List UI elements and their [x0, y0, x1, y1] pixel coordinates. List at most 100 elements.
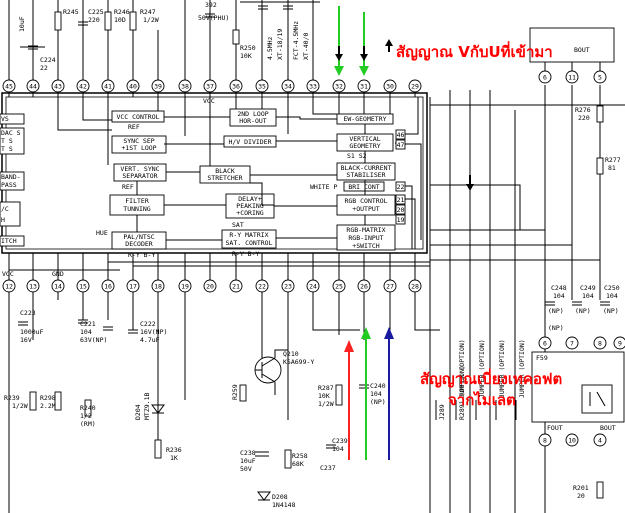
ry-by-label-left: R-Y B-Y — [128, 251, 155, 259]
svg-text:TUNNING: TUNNING — [123, 205, 150, 213]
d204-label: MTZ9.1B — [143, 393, 151, 420]
svg-text:31: 31 — [360, 83, 368, 91]
svg-text:R2891 (OPTION): R2891 (OPTION) — [458, 365, 466, 420]
svg-text:46: 46 — [397, 131, 405, 139]
ry-by-label-mid: R-Y B-Y — [232, 250, 259, 258]
pin-35: 35 — [255, 79, 269, 93]
svg-text:17: 17 — [129, 283, 137, 291]
rgb-matrix-block: RGB-MATRIX RGB-INPUT +SWITCH — [336, 224, 396, 251]
c224-value: 22 — [40, 64, 48, 72]
svg-text:7: 7 — [570, 340, 574, 348]
svg-text:C223: C223 — [20, 309, 36, 317]
ry-matrix-block: R-Y MATRIX SAT. CONTROL — [221, 229, 277, 249]
svg-text:VERTICAL: VERTICAL — [349, 135, 380, 143]
vert-sync-block: VERT. SYNC SEPARATOR — [113, 163, 167, 182]
svg-text:21: 21 — [397, 196, 405, 204]
svg-text:19: 19 — [397, 216, 405, 224]
top-components: R245 C225 220 R246 10D R247 1/2W C224 22… — [8, 0, 320, 80]
pin-30: 30 — [383, 79, 397, 93]
svg-text:41: 41 — [104, 83, 112, 91]
svg-text:DELAY+: DELAY+ — [238, 195, 262, 203]
r287-value: 10K — [318, 392, 330, 400]
c240-label: C240 — [370, 382, 386, 390]
svg-text:50V: 50V — [240, 465, 252, 473]
svg-text:24: 24 — [309, 283, 317, 291]
svg-text:8: 8 — [598, 340, 602, 348]
svg-text:STABILISER: STABILISER — [346, 171, 385, 179]
svg-text:39: 39 — [154, 83, 162, 91]
two-loop-block: 2ND LOOP HOR-OUT — [229, 108, 277, 127]
pin-24: 24 — [306, 279, 320, 293]
svg-text:/C: /C — [1, 205, 9, 213]
pin-20: 20 — [203, 279, 217, 293]
svg-text:16V: 16V — [20, 336, 32, 344]
pin-40: 40 — [126, 79, 140, 93]
c222-value: 4.7uF — [140, 336, 160, 344]
right-pin-8-bot: 8 — [538, 433, 552, 447]
sync-sep-block: SYNC SEP +1ST LOOP — [111, 135, 167, 154]
svg-text:JUMPER (OPTION): JUMPER (OPTION) — [518, 339, 526, 398]
hue-label: HUE — [96, 229, 108, 237]
svg-text:T S: T S — [1, 137, 13, 145]
svg-text:21: 21 — [232, 283, 240, 291]
ref2-label: REF — [122, 183, 134, 191]
right-pin-8-mid: 8 — [593, 336, 607, 350]
right-pin-7-mid: 7 — [565, 336, 579, 350]
pin-14: 14 — [51, 279, 65, 293]
d208-label: D208 — [272, 493, 288, 501]
svg-text:22: 22 — [397, 183, 405, 191]
svg-text:9: 9 — [618, 340, 622, 348]
annotations: สัญญาณ VกับUที่เข้ามา สัญญาณเบี่ยงเทคอฟต… — [396, 41, 562, 409]
vcc-label: VCC — [203, 97, 215, 105]
filter-tunning-block: FILTER TUNNING — [109, 194, 165, 216]
r276-value: 220 — [578, 114, 590, 122]
svg-text:44: 44 — [29, 83, 37, 91]
pin-22: 22 — [255, 279, 269, 293]
svg-text:4.5MHz: 4.5MHz — [266, 36, 274, 60]
svg-text:25: 25 — [335, 283, 343, 291]
svg-text:T S: T S — [1, 145, 13, 153]
svg-text:43: 43 — [54, 83, 62, 91]
svg-text:R-Y MATRIX: R-Y MATRIX — [229, 231, 268, 239]
pin-28: 28 — [408, 279, 422, 293]
svg-text:32: 32 — [335, 83, 343, 91]
svg-text:SEPARATOR: SEPARATOR — [122, 172, 157, 180]
svg-text:HOR-OUT: HOR-OUT — [239, 117, 266, 125]
svg-text:PEAKING: PEAKING — [236, 202, 263, 210]
d208-value: 1N4148 — [272, 501, 296, 509]
svg-text:16: 16 — [104, 283, 112, 291]
c248-label: C248 — [551, 284, 567, 292]
svg-text:5: 5 — [598, 74, 602, 82]
pin-45: 45 — [2, 79, 16, 93]
svg-text:H: H — [1, 216, 5, 224]
svg-text:29: 29 — [411, 83, 419, 91]
svg-text:15: 15 — [79, 283, 87, 291]
svg-text:22: 22 — [258, 283, 266, 291]
c238-value: 10uF — [240, 457, 256, 465]
r239-value: 1/2W — [12, 402, 28, 410]
svg-text:14: 14 — [54, 283, 62, 291]
svg-text:JUMPER (OPTION): JUMPER (OPTION) — [498, 339, 506, 398]
r298-label: R298 — [40, 394, 56, 402]
c225-label: C225 — [88, 8, 104, 16]
svg-text:F59: F59 — [536, 354, 548, 362]
svg-text:(NP): (NP) — [548, 307, 564, 315]
pin-43: 43 — [51, 79, 65, 93]
right-pin-9-mid: 9 — [613, 336, 625, 350]
black-current-block: BLACK-CURRENT STABILISER — [336, 162, 396, 181]
svg-text:STRETCHER: STRETCHER — [207, 174, 242, 182]
pin-38: 38 — [178, 79, 192, 93]
svg-text:19: 19 — [181, 283, 189, 291]
svg-text:4: 4 — [598, 437, 602, 445]
r250-value: 10K — [240, 52, 252, 60]
pin-23: 23 — [281, 279, 295, 293]
svg-text:(NP): (NP) — [548, 324, 564, 332]
svg-text:C237: C237 — [320, 464, 336, 472]
r287-label: R287 — [318, 384, 334, 392]
ew-geometry-block: EW-GEOMETRY — [336, 113, 394, 125]
pin-26: 26 — [357, 279, 371, 293]
right-pin-6-mid: 6 — [538, 336, 552, 350]
svg-text:1/2W: 1/2W — [318, 400, 334, 408]
top-note: สัญญาณ VกับUที่เข้ามา — [396, 41, 553, 61]
c238-label: C238 — [240, 449, 256, 457]
